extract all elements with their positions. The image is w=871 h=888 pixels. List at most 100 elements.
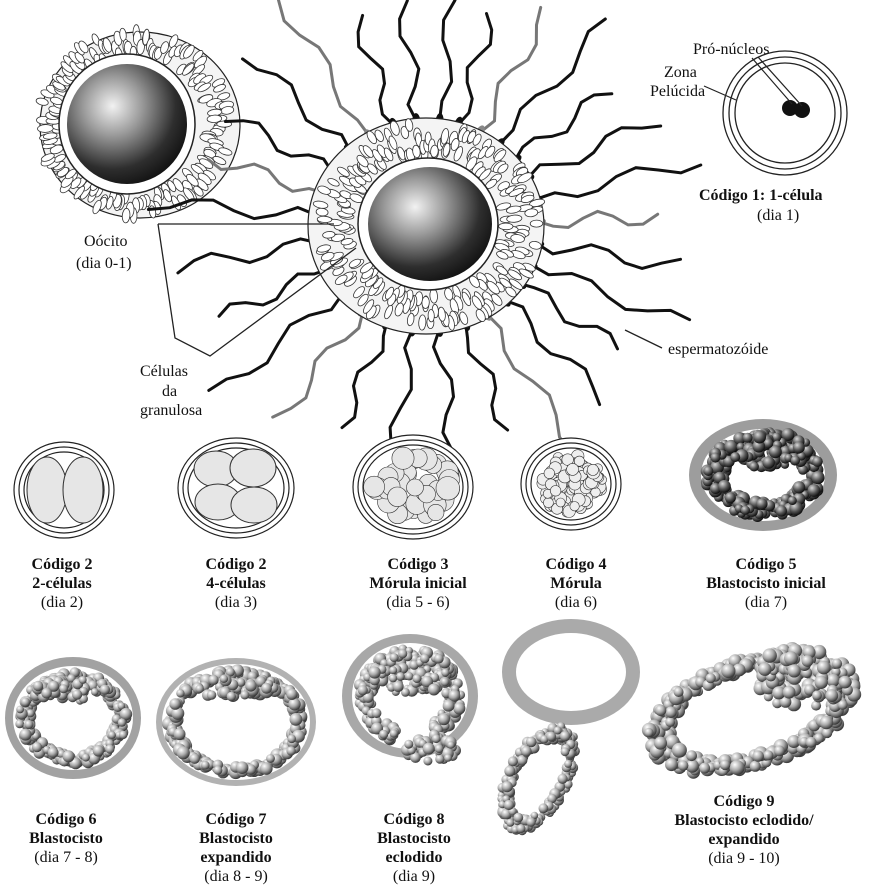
sperm-tail — [273, 310, 364, 418]
sperm-tail — [515, 94, 612, 161]
trophoblast-cell — [554, 727, 562, 735]
oocyte-illustration — [35, 25, 240, 224]
caption-stage: Mórula inicial — [369, 574, 466, 593]
sperm-pointer — [625, 330, 662, 348]
caption-blastocyst: Código 6 Blastocisto (dia 7 - 8) — [29, 810, 103, 867]
inner-cell — [447, 741, 455, 749]
trophoblast-cell — [655, 705, 666, 716]
trophoblast-cell — [564, 760, 572, 768]
pronucleus-2 — [794, 102, 810, 118]
trophoblast-cell — [108, 731, 116, 739]
hatched-embryo-cells — [497, 722, 580, 835]
inner-cell — [812, 691, 822, 701]
trophoblast-cell — [453, 702, 465, 714]
trophoblast-cell — [177, 746, 190, 759]
inner-cell — [783, 686, 796, 699]
trophoblast-cell — [266, 754, 275, 763]
trophoblast-cell — [644, 728, 653, 737]
granulosa-cell — [499, 223, 514, 230]
trophoblast-cell — [105, 745, 114, 754]
granulosa-cell — [428, 309, 435, 322]
caption-stage: Blastocisto inicial — [706, 574, 826, 593]
inner-cell — [100, 685, 110, 695]
inner-cell — [404, 740, 413, 749]
inner-cell — [423, 757, 432, 766]
trophoblast-cell — [21, 698, 30, 707]
caption-day: (dia 7 - 8) — [29, 848, 103, 867]
inner-cell — [434, 654, 444, 664]
trophoblast-cell — [379, 730, 388, 739]
sperm-tail — [243, 59, 351, 151]
zygote-illustration — [704, 51, 847, 175]
embryo-blastocyst — [5, 657, 141, 779]
trophoblast-cell — [288, 698, 300, 710]
inner-cell — [195, 685, 203, 693]
trophoblast-cell — [506, 819, 514, 827]
sperm-tail — [536, 243, 680, 268]
cell — [544, 468, 555, 479]
inner-cell — [59, 684, 68, 693]
caption-hatched-blastocyst: Código 8 Blastocisto eclodido (dia 9) — [377, 810, 451, 886]
trophoblast-cell — [793, 481, 805, 493]
caption-code: Código 2 — [32, 555, 93, 574]
inner-cell — [405, 672, 413, 680]
inner-cell — [788, 664, 801, 677]
caption-day: (dia 8 - 9) — [199, 867, 273, 886]
cell — [556, 498, 565, 507]
trophoblast-cell — [82, 754, 90, 762]
embryo-expanded-blastocyst — [156, 658, 316, 786]
fertilization-illustration — [148, 0, 700, 489]
cell — [392, 447, 414, 469]
trophoblast-cell — [449, 690, 461, 702]
trophoblast-cell — [718, 480, 731, 493]
zona-label: Zona — [664, 63, 697, 82]
inner-cell — [227, 692, 236, 701]
trophoblast-cell — [504, 800, 514, 810]
caption-day: (dia 7) — [706, 593, 826, 612]
trophoblast-cell — [526, 817, 535, 826]
trophoblast-cell — [763, 750, 773, 760]
granulosa-cell — [530, 220, 543, 227]
sperm-tail — [400, 0, 419, 121]
sperm-tail — [178, 239, 320, 273]
caption-stage: Blastocisto — [377, 829, 451, 848]
trophoblast-cell — [703, 466, 713, 476]
trophoblast-cell — [119, 731, 127, 739]
oocyte-cell — [67, 64, 187, 184]
sperm-tail — [499, 19, 606, 145]
inner-cell — [825, 689, 838, 702]
inner-cell — [79, 676, 87, 684]
inner-cell — [743, 433, 753, 443]
trophoblast-cell — [358, 685, 368, 695]
trophoblast-cell — [560, 731, 570, 741]
trophoblast-cell — [213, 766, 222, 775]
trophoblast-cell — [169, 698, 181, 710]
granulosa-label-3: granulosa — [140, 401, 202, 420]
inner-cell — [763, 648, 777, 662]
inner-cell — [428, 684, 440, 696]
caption-stage: Blastocisto eclodido/ — [674, 811, 813, 830]
trophoblast-cell — [93, 745, 104, 756]
inner-cell — [444, 754, 452, 762]
trophoblast-cell — [286, 746, 295, 755]
inner-cell — [753, 431, 766, 444]
inner-cell — [413, 674, 422, 683]
inner-cell — [839, 676, 852, 689]
caption-4-cell: Código 2 4-células (dia 3) — [206, 555, 267, 612]
trophoblast-cell — [665, 717, 675, 727]
trophoblast-cell — [699, 763, 710, 774]
trophoblast-cell — [438, 713, 450, 725]
inner-cell — [763, 456, 775, 468]
trophoblast-cell — [811, 471, 824, 484]
sperm-tail — [480, 7, 541, 132]
embryo-early-morula — [353, 435, 473, 539]
trophoblast-cell — [812, 456, 823, 467]
caption-stage-2: expandido — [199, 848, 273, 867]
inner-cell — [91, 688, 99, 696]
cell — [567, 463, 579, 475]
embryo-hatched-expanded — [642, 642, 861, 779]
trophoblast-cell — [176, 689, 184, 697]
caption-early-blastocyst: Código 5 Blastocisto inicial (dia 7) — [706, 555, 826, 612]
caption-day: (dia 2) — [32, 593, 93, 612]
inner-cell — [390, 653, 399, 662]
